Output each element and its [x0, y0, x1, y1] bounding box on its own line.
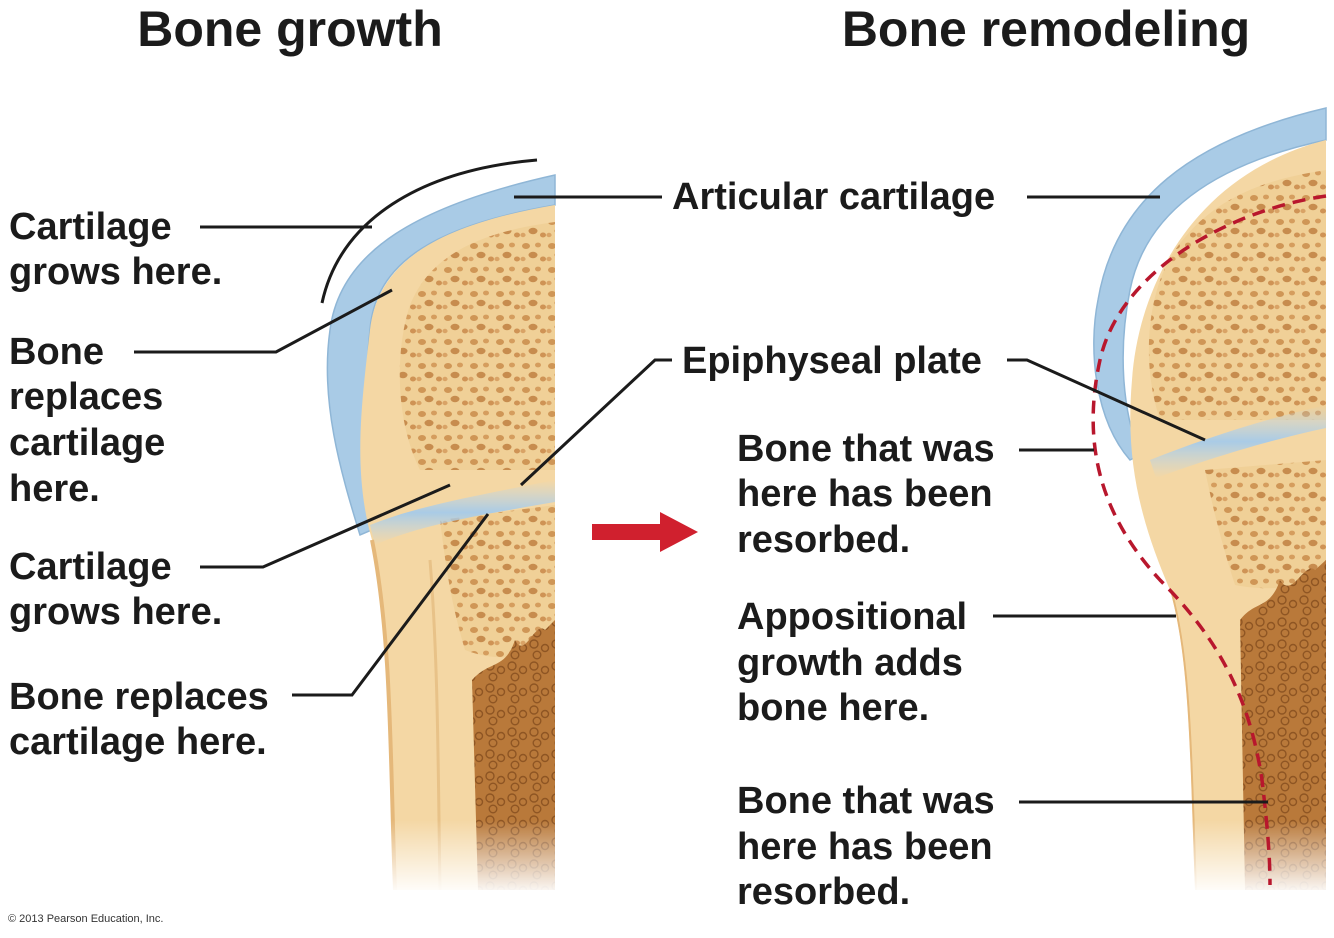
red-arrow-icon	[592, 512, 698, 552]
copyright-notice: © 2013 Pearson Education, Inc.	[8, 913, 163, 925]
right-bone-illustration	[1091, 107, 1334, 895]
label-cartilage-grows-plate: Cartilage grows here.	[9, 546, 222, 633]
leader-epiphyseal-left	[519, 358, 672, 487]
label-cartilage-grows-top: Cartilage grows here.	[9, 206, 222, 293]
left-leader-lines	[134, 158, 538, 697]
label-bone-replaces-top: Bone replaces cartilage here.	[9, 331, 176, 510]
label-articular-cartilage: Articular cartilage	[672, 176, 995, 218]
left-bone-illustration	[326, 174, 560, 895]
former-bone-outline	[1091, 194, 1327, 886]
title-bone-growth: Bone growth	[137, 1, 443, 57]
label-appositional-growth: Appositional growth adds bone here.	[737, 596, 978, 729]
label-resorbed-upper: Bone that was here has been resorbed.	[737, 428, 1005, 561]
title-bone-remodeling: Bone remodeling	[842, 1, 1250, 57]
label-resorbed-lower: Bone that was here has been resorbed.	[737, 780, 1005, 913]
leader-epiphyseal-right	[1007, 358, 1206, 442]
label-epiphyseal-plate: Epiphyseal plate	[682, 340, 982, 382]
label-bone-replaces-plate: Bone replaces cartilage here.	[9, 676, 279, 763]
